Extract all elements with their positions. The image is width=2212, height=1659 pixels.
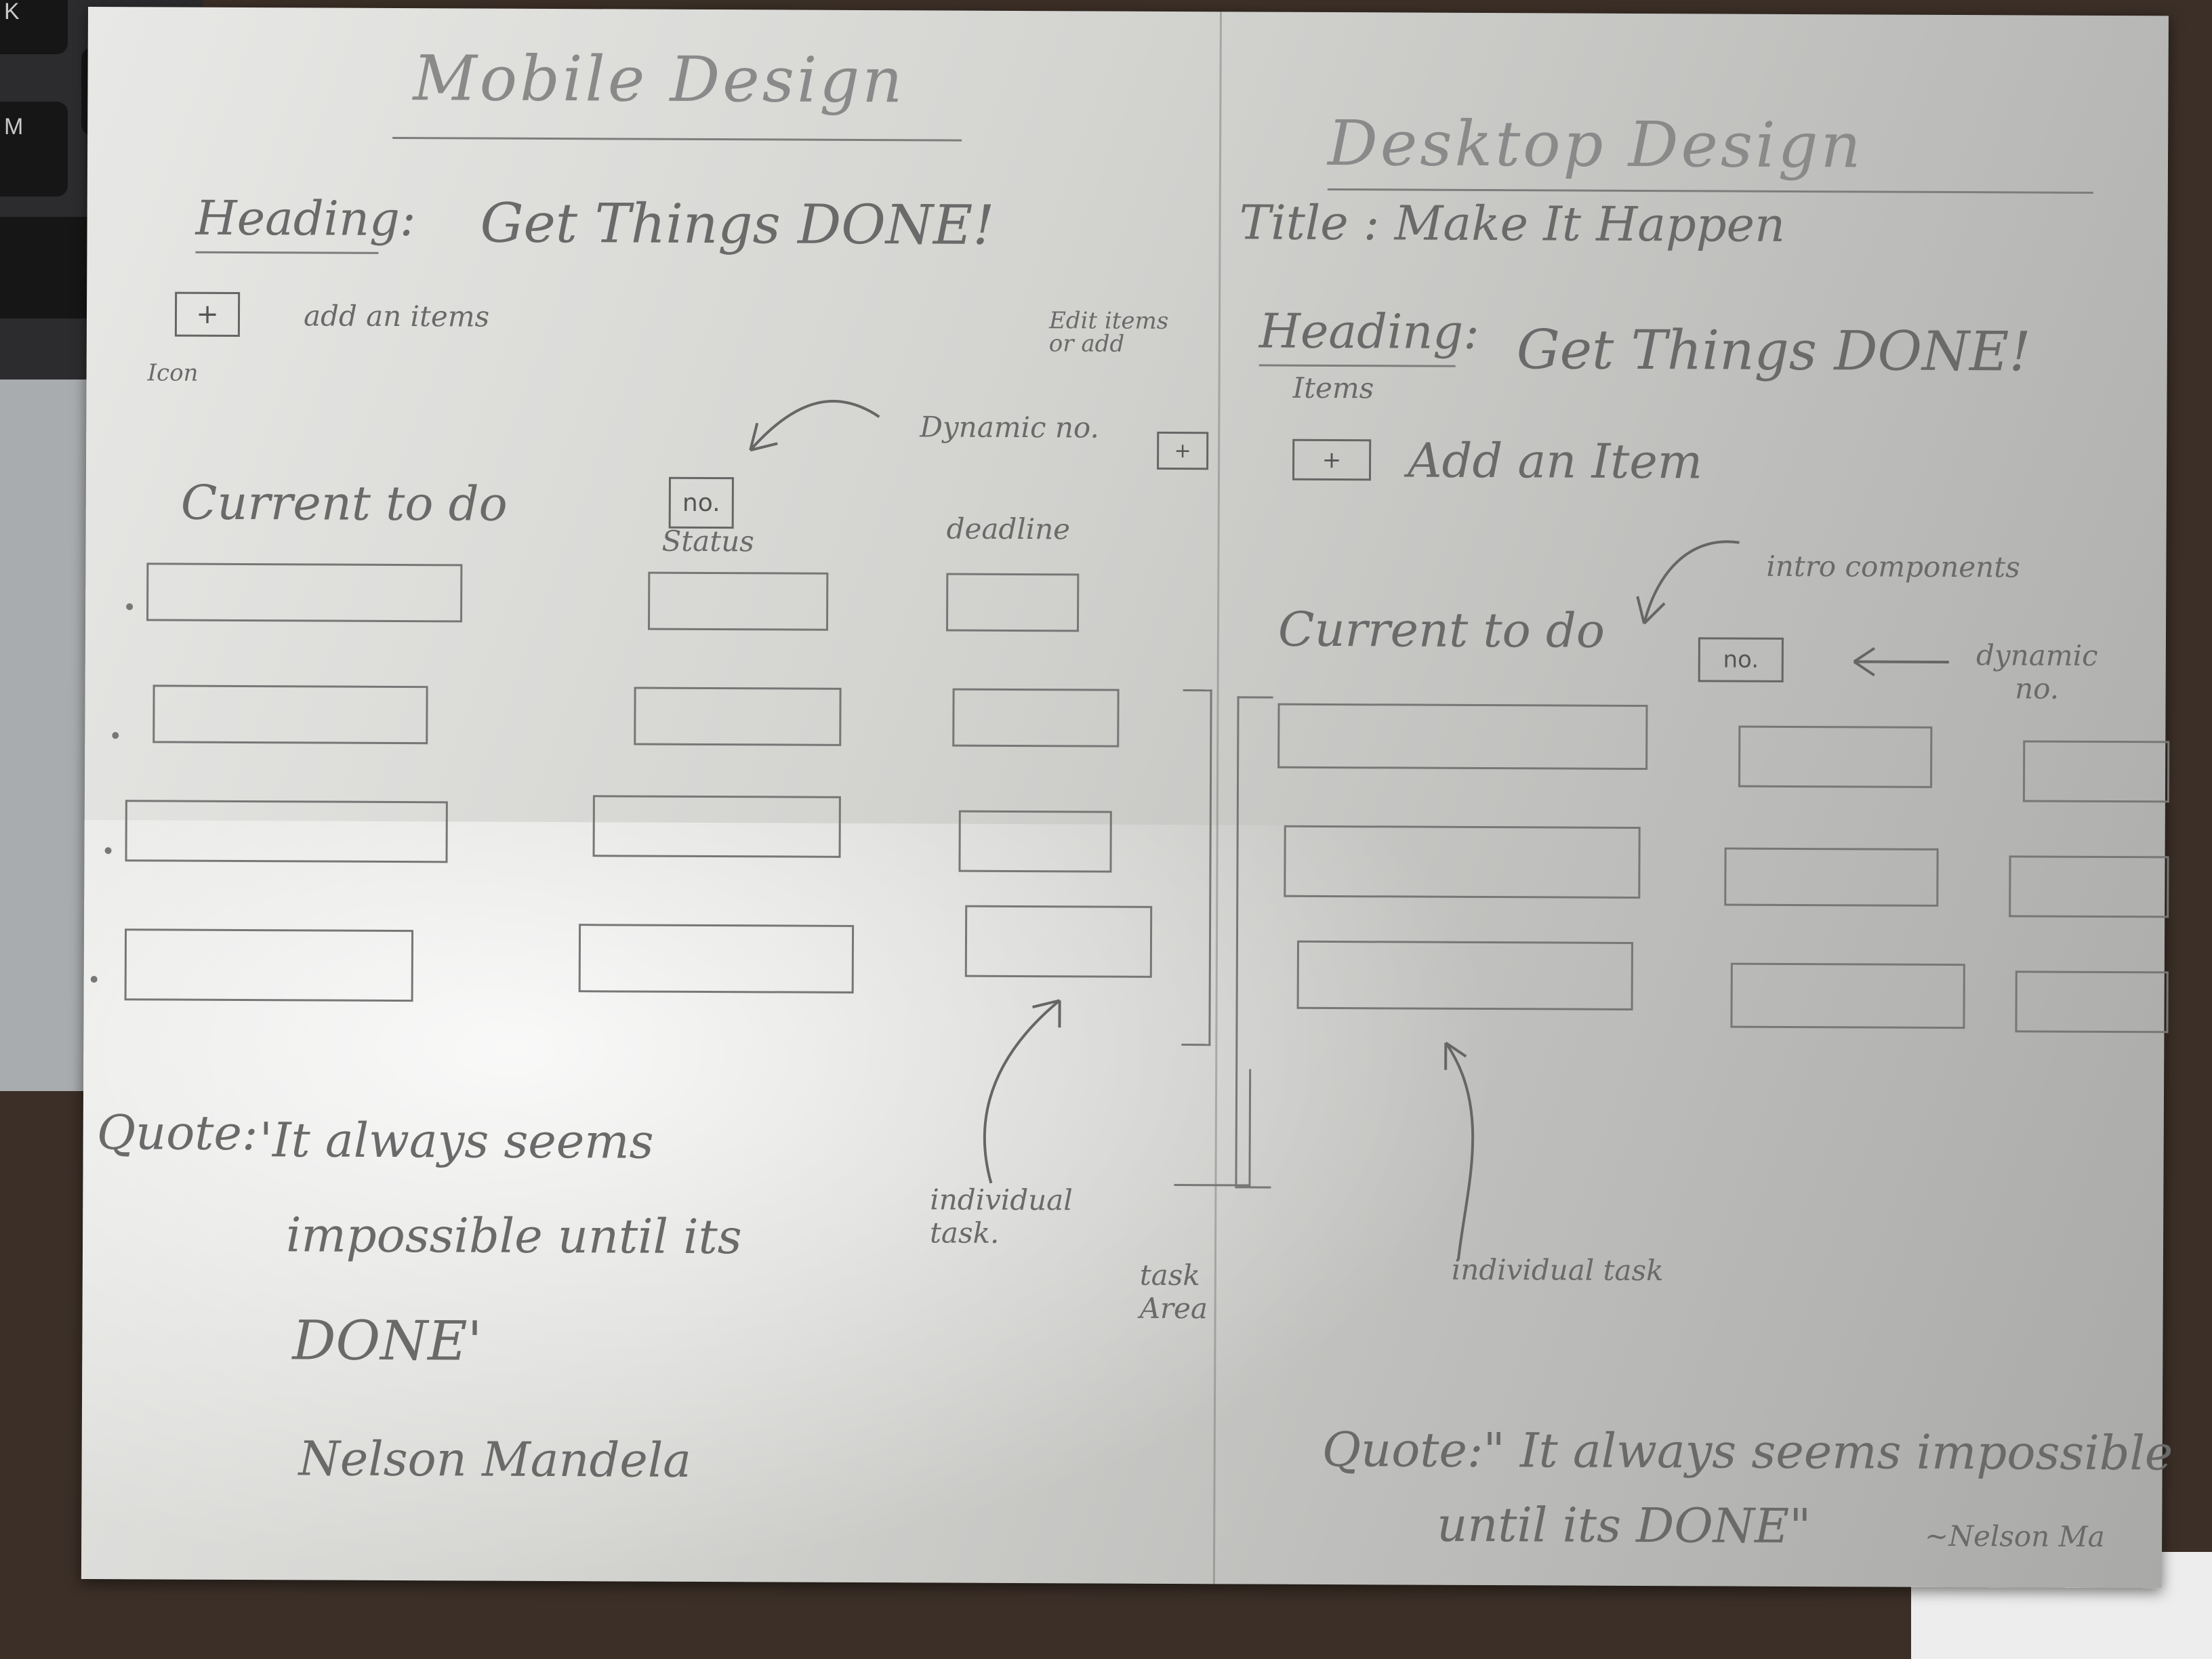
desktop-design-title: Desktop Design [1327, 106, 1864, 182]
desktop-deadline-field [2015, 970, 2169, 1033]
mobile-individual-task: individual task. [930, 1183, 1073, 1250]
mobile-dynamic-note: Dynamic no. [920, 410, 1099, 445]
mobile-add-icon: + [174, 291, 241, 337]
desktop-task-field [1284, 825, 1641, 899]
mobile-status-field [578, 924, 855, 994]
mobile-task-arrow-icon [983, 999, 1061, 1184]
mobile-task-field [124, 928, 414, 1002]
desktop-individual-task: individual task [1451, 1252, 1664, 1288]
mobile-quote-line2: impossible until its [285, 1207, 742, 1265]
desktop-dynamic-note: dynamic no. [1975, 638, 2098, 705]
mobile-heading-label: Heading: [195, 190, 416, 247]
plus-icon: + [1322, 446, 1342, 474]
mobile-status-field [647, 571, 829, 631]
desktop-task-arrow-icon [1444, 1042, 1475, 1261]
desktop-quote-line1: Quote:" It always seems impossible [1322, 1421, 2173, 1481]
task-area-label: task Area [1139, 1258, 1208, 1326]
keyboard-key-m: M [0, 102, 68, 197]
desktop-quote-author: ~Nelson Ma [1925, 1519, 2105, 1554]
mobile-heading-underline [195, 251, 379, 254]
desktop-title-underline [1327, 188, 2093, 194]
mobile-task-field [125, 800, 448, 863]
desktop-task-field [1277, 703, 1648, 771]
mobile-status-field [634, 687, 842, 746]
plus-icon: + [196, 298, 219, 330]
mobile-row-bullet [104, 847, 112, 855]
mobile-add-icon-label: Icon [147, 359, 199, 387]
mobile-counter-box: no. [668, 476, 734, 529]
mobile-row-bullet [126, 603, 134, 611]
desktop-add-icon: + [1292, 438, 1372, 481]
mobile-counter-text: no. [682, 489, 720, 517]
desktop-deadline-field [2022, 740, 2170, 803]
mobile-task-field [146, 562, 463, 623]
sketch-paper: Mobile Design Heading: Get Things DONE! … [81, 7, 2173, 1589]
mobile-quote-line1: 'It always seems [259, 1112, 654, 1170]
desktop-dynamic-arrow-icon [1853, 647, 1949, 677]
desktop-heading-label: Heading: [1258, 303, 1479, 360]
desktop-heading-sub: Items [1292, 371, 1374, 405]
mobile-deadline-field [945, 573, 1080, 632]
laptop-edge [0, 380, 95, 1091]
mobile-quote-label: Quote: [96, 1105, 258, 1162]
desktop-deadline-field [2009, 855, 2169, 918]
mobile-status-label: Status [661, 524, 754, 558]
mobile-edit-note: Edit items or add [1048, 307, 1169, 358]
mobile-current-label: Current to do [180, 474, 508, 532]
mobile-row-bullet [112, 732, 119, 739]
mobile-title-underline [392, 136, 962, 142]
mobile-edit-icon: + [1157, 431, 1209, 470]
desktop-current-label: Current to do [1277, 601, 1605, 659]
desktop-status-field [1738, 725, 1933, 788]
mobile-add-text: add an items [303, 299, 490, 333]
desktop-add-text: Add an Item [1407, 432, 1703, 490]
task-area-bracket [1181, 689, 1212, 1046]
mobile-heading-text: Get Things DONE! [480, 191, 995, 257]
mobile-row-bullet [90, 976, 98, 983]
mobile-arrow-icon [749, 399, 880, 452]
desktop-heading-underline [1258, 364, 1456, 367]
mobile-status-field [592, 795, 841, 858]
desktop-quote-line2: until its DONE" [1437, 1496, 1811, 1555]
desktop-status-field [1730, 962, 1965, 1029]
desktop-task-field [1296, 940, 1634, 1010]
mobile-quote-author: Nelson Mandela [298, 1431, 692, 1488]
desktop-intro-arrow-icon [1636, 540, 1740, 625]
mobile-deadline-field [958, 810, 1112, 873]
mobile-task-field [152, 684, 428, 745]
desktop-counter-text: no. [1723, 646, 1759, 674]
task-area-bracket [1174, 1069, 1252, 1187]
plus-icon: + [1174, 438, 1191, 463]
desktop-heading-text: Get Things DONE! [1516, 318, 2031, 384]
mobile-quote-line3: DONE' [292, 1309, 483, 1373]
keyboard-key-k: K [0, 0, 68, 54]
desktop-title-label: Title : Make It Happen [1239, 194, 1786, 253]
mobile-design-title: Mobile Design [413, 42, 905, 117]
desktop-intro-note: intro components [1766, 549, 2020, 584]
mobile-deadline-label: deadline [946, 512, 1071, 546]
desktop-counter-box: no. [1698, 637, 1784, 682]
mobile-deadline-field [964, 905, 1153, 978]
desktop-status-field [1724, 847, 1939, 907]
mobile-deadline-field [952, 688, 1120, 747]
